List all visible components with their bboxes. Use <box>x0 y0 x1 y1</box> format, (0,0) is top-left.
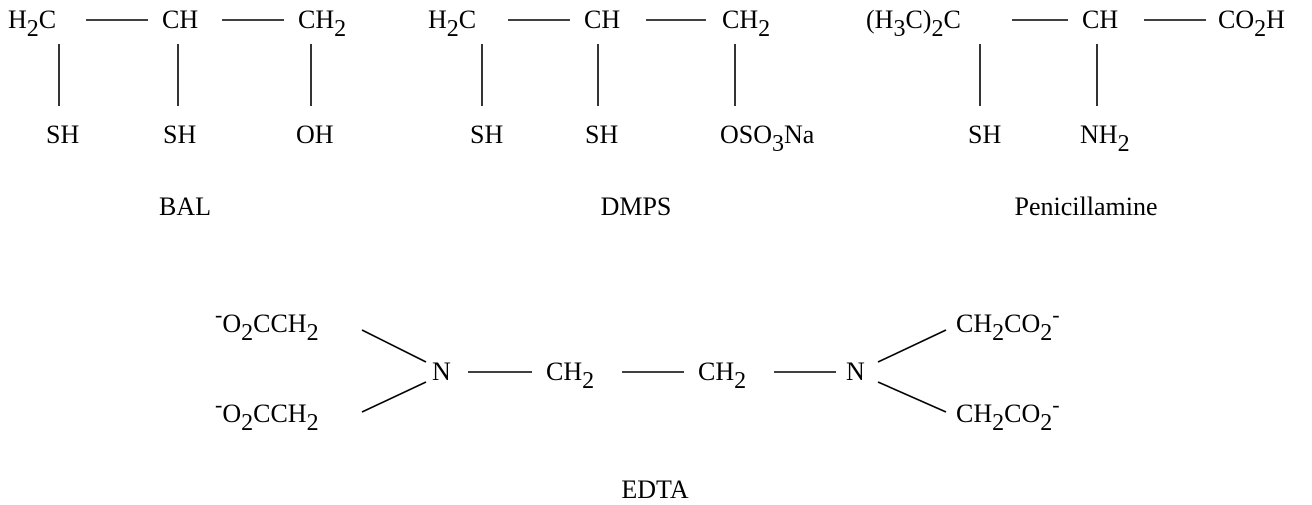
dmps-name: DMPS <box>601 192 672 221</box>
penicillamine-name: Penicillamine <box>1015 192 1158 221</box>
edta-carboxylate-upper-left: -O2CCH2 <box>215 302 319 346</box>
molecule-edta: -O2CCH2 -O2CCH2 N CH2 CH2 N CH2CO2- CH2C… <box>215 302 1060 504</box>
edta-bond-lower-right <box>877 381 947 413</box>
penicillamine-carbon-2: CH <box>1082 5 1118 34</box>
bal-carbon-1: H2C <box>8 5 56 42</box>
edta-name: EDTA <box>621 475 688 504</box>
edta-methylene-1: CH2 <box>546 357 594 394</box>
bal-name: BAL <box>159 192 211 221</box>
edta-bond-lower-left <box>361 381 427 413</box>
dmps-carbon-3: CH2 <box>722 5 770 42</box>
bal-carbon-3: CH2 <box>298 5 346 42</box>
edta-carboxylate-lower-right: CH2CO2- <box>956 392 1060 436</box>
edta-carboxylate-upper-right: CH2CO2- <box>956 302 1060 346</box>
bal-thiol-1: SH <box>46 120 79 149</box>
dmps-sulfonate: OSO3Na <box>720 120 815 157</box>
bal-carbon-2: CH <box>162 5 198 34</box>
dmps-carbon-1: H2C <box>428 5 476 42</box>
dmps-thiol-1: SH <box>470 120 503 149</box>
edta-nitrogen-2: N <box>846 357 865 386</box>
penicillamine-amine: NH2 <box>1080 120 1130 157</box>
edta-methylene-2: CH2 <box>698 357 746 394</box>
molecule-bal: H2C CH CH2 SH SH OH BAL <box>8 5 346 221</box>
edta-bond-upper-left <box>361 329 427 363</box>
bal-hydroxyl: OH <box>296 120 334 149</box>
molecule-dmps: H2C CH CH2 SH SH OSO3Na DMPS <box>428 5 815 221</box>
edta-nitrogen-1: N <box>432 357 451 386</box>
edta-bond-upper-right <box>877 329 947 363</box>
molecule-penicillamine: (H3C)2C CH CO2H SH NH2 Penicillamine <box>866 5 1285 221</box>
bal-thiol-2: SH <box>163 120 196 149</box>
edta-carboxylate-lower-left: -O2CCH2 <box>215 392 319 436</box>
penicillamine-thiol: SH <box>968 120 1001 149</box>
dmps-thiol-2: SH <box>585 120 618 149</box>
dmps-carbon-2: CH <box>584 5 620 34</box>
penicillamine-carboxyl: CO2H <box>1218 5 1285 42</box>
penicillamine-carbon-1: (H3C)2C <box>866 5 961 42</box>
